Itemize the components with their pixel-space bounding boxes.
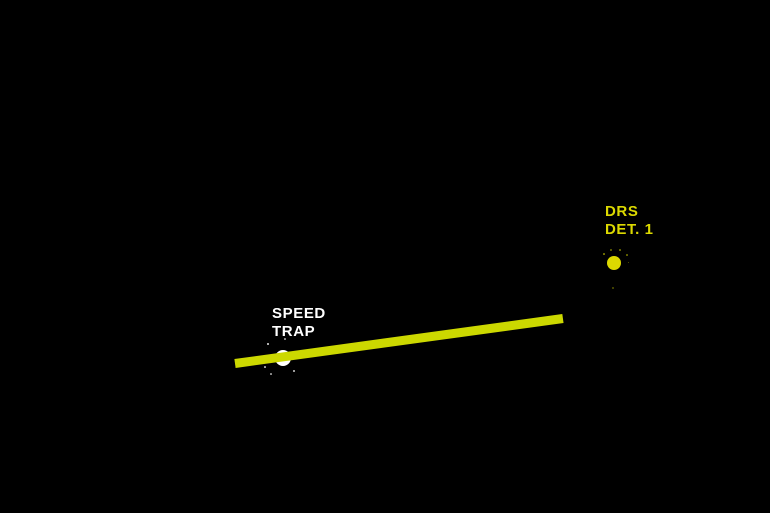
speed-trap-label: SPEED TRAP — [272, 305, 326, 341]
speed-trap-label-line2: TRAP — [272, 323, 316, 340]
speckle-particle — [293, 370, 295, 372]
speckle-particle — [603, 253, 605, 255]
speckle-particle — [270, 373, 272, 375]
speed-trap-label-line1: SPEED — [272, 305, 326, 322]
speckle-particle — [610, 249, 612, 251]
speckle-particle — [619, 249, 621, 251]
drs-detection-1-label-line2: DET. 1 — [605, 221, 654, 238]
speckle-particle — [612, 287, 614, 289]
drs-detection-1-label-line1: DRS — [605, 203, 639, 220]
drs-detection-1-dot — [607, 256, 621, 270]
speckle-particle — [284, 338, 286, 340]
drs-detection-1-label: DRS DET. 1 — [605, 203, 654, 239]
speckle-particle — [264, 366, 266, 368]
speckle-particle — [267, 343, 269, 345]
speckle-particle — [628, 262, 629, 263]
speckle-particle — [626, 254, 628, 256]
